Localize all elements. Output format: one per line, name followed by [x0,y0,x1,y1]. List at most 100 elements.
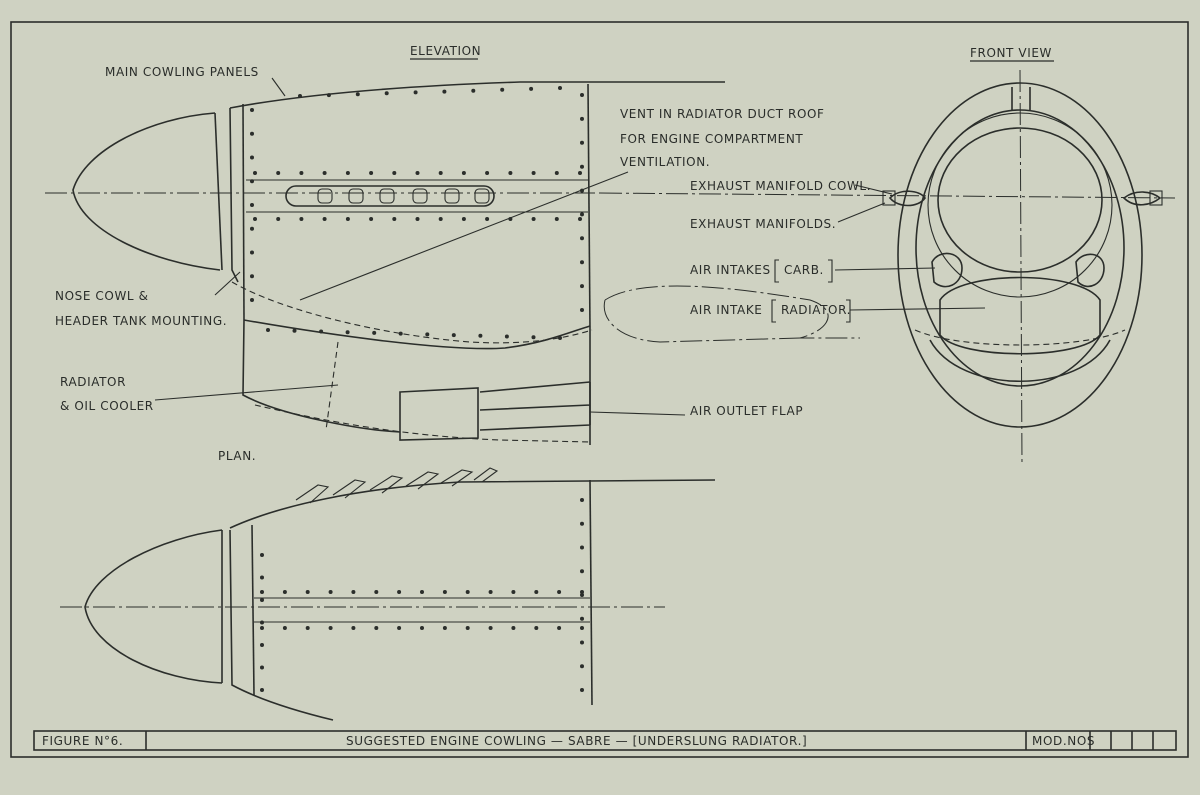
nose-cowl-ring [229,107,239,283]
elevation-title: ELEVATION [410,44,481,58]
plan-panel-front [251,524,255,696]
wing-root-lower [603,299,801,343]
spinner-back [214,112,223,271]
air-intake-radiator-label: AIR INTAKE [690,303,762,317]
rivet [305,626,310,630]
vent-label-line3: VENTILATION. [620,155,710,169]
rivet [260,665,264,670]
plan-panel-rear [589,479,593,706]
elevation-view [45,81,1176,445]
rivet [260,643,264,647]
rivet [322,217,327,221]
title-block: FIGURE N°6. SUGGESTED ENGINE COWLING — S… [33,730,1177,751]
exhaust-cowl-left [888,190,926,207]
rivet [580,545,584,550]
rivet [531,171,536,175]
rivet [558,336,562,340]
rivet [580,93,584,97]
plan-exhaust-stubs [295,467,499,504]
rivet [485,171,490,175]
rivet [478,333,483,338]
rivet [488,626,493,630]
radiator-label-line1: RADIATOR [60,375,126,389]
rivet [558,86,562,90]
rivet [511,626,516,630]
top-cowling-line [229,81,725,109]
panel-bottom-edge [243,319,591,350]
rivet [451,333,456,338]
rivet [488,590,493,594]
rivet [580,140,584,145]
rivet [554,171,559,175]
drawing-border [10,21,1189,758]
spinner-disc [937,127,1103,273]
rivet [250,108,254,112]
rivet [554,217,559,221]
rivet [580,664,584,669]
rivet [580,236,584,241]
rivet [260,688,264,692]
rivet [508,171,513,175]
intake-dashed [914,329,1126,346]
leader-vent [299,171,629,301]
rivet [326,93,331,98]
rivet [398,331,403,336]
figure-number: FIGURE N°6. [42,734,123,748]
rivet [276,217,281,221]
rivet [420,590,424,594]
exhaust-manifolds-label: EXHAUST MANIFOLDS. [690,217,836,231]
rivet [384,91,389,96]
nose-cowl-label-line2: HEADER TANK MOUNTING. [55,314,227,328]
rivet [260,626,264,630]
rivet [319,329,324,334]
rivet [580,593,584,597]
leader-nose-cowl [214,271,241,296]
rivet [580,688,584,692]
rivet [260,553,264,557]
rivet [415,217,420,221]
rivet [580,569,584,574]
rivet [413,90,418,95]
air-intakes-carb-box: CARB. [784,263,824,277]
rivet [438,171,443,175]
carb-bracket-right [828,259,833,283]
leader-air-outlet [589,411,686,416]
rivet [580,590,584,594]
rivet [292,328,297,333]
rivet [531,335,536,340]
rivet [299,171,304,175]
rivet [580,626,584,630]
rivet [529,86,534,91]
rivet [580,498,584,502]
rivet [250,131,254,136]
rivet [511,590,516,594]
plan-spinner [84,529,223,684]
exhaust-cowl-right [1122,191,1162,206]
leader-exhaust-cowl [854,184,893,195]
rivet [250,250,254,255]
front-view [882,69,1163,466]
rad-bracket-left [771,299,776,323]
rivet [253,217,257,221]
rivet [282,626,287,630]
elevation-centerline-ext [599,192,1176,199]
rivet [250,179,254,184]
radiator-label-line2: & OIL COOLER [60,399,154,413]
rivet [250,155,254,160]
exhaust-stubs [317,188,490,204]
air-outlet-flap-shape [479,381,591,431]
front-view-title: FRONT VIEW [970,46,1052,60]
exhaust-manifold-cowl-label: EXHAUST MANIFOLD COWL. [690,179,871,193]
rivet [578,217,582,221]
rivet [442,626,447,630]
vent-label-line1: VENT IN RADIATOR DUCT ROOF [620,107,825,121]
rivet [580,284,584,289]
rivet [580,164,584,169]
rivet [531,217,536,221]
rivet [374,626,379,630]
rivet [438,217,443,221]
panel-rear-edge [587,83,591,331]
leader-exhaust-manifolds [837,202,886,223]
